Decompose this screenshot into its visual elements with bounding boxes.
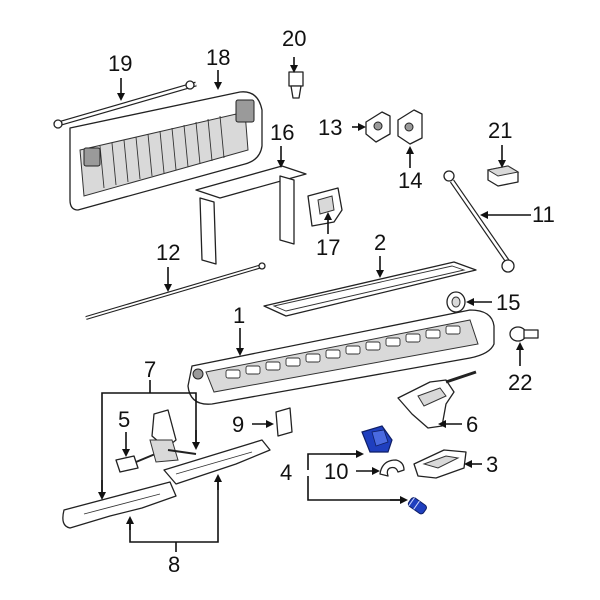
bumper-part-21[interactable] (486, 165, 520, 187)
torsion-rod-part[interactable] (85, 262, 266, 320)
part-number-labels: 19 18 20 16 13 14 21 17 11 2 12 15 1 22 … (108, 26, 555, 577)
label-15: 15 (496, 290, 520, 315)
label-7: 7 (144, 357, 156, 382)
handle-part-3[interactable] (413, 449, 467, 479)
label-17: 17 (316, 235, 340, 260)
clip-part-20[interactable] (288, 71, 304, 99)
grommet-part-15[interactable] (446, 291, 466, 313)
u-bracket-part-10[interactable] (379, 459, 405, 477)
label-21: 21 (488, 118, 512, 143)
latch-rod-assembly-part[interactable] (115, 409, 197, 473)
label-8: 8 (168, 552, 180, 577)
label-1: 1 (233, 303, 245, 328)
seal-strip-part[interactable] (263, 261, 477, 317)
tailgate-inner-panel-part[interactable] (187, 309, 495, 405)
callout-lines (98, 57, 531, 552)
label-18: 18 (206, 45, 230, 70)
trim-cover-part-8[interactable] (62, 439, 271, 529)
label-22: 22 (508, 370, 532, 395)
label-11: 11 (532, 202, 555, 227)
clip-part-9[interactable] (275, 407, 293, 437)
latch-part-6[interactable] (397, 370, 477, 429)
label-5: 5 (118, 407, 130, 432)
label-2: 2 (374, 230, 386, 255)
label-6: 6 (466, 412, 478, 437)
hinge-part-14[interactable] (397, 109, 423, 145)
support-rod-part[interactable] (53, 80, 197, 129)
bracket-part-16[interactable] (195, 165, 307, 265)
highlighted-part-4[interactable] (361, 425, 428, 515)
label-13: 13 (318, 115, 342, 140)
label-3: 3 (486, 452, 498, 477)
hinge-part-13[interactable] (365, 111, 391, 143)
label-10: 10 (324, 459, 348, 484)
bracket-part-17[interactable] (307, 187, 343, 227)
label-9: 9 (232, 412, 244, 437)
label-14: 14 (398, 168, 422, 193)
label-16: 16 (270, 120, 294, 145)
label-4: 4 (280, 460, 292, 485)
label-20: 20 (282, 26, 306, 51)
label-12: 12 (156, 240, 180, 265)
label-19: 19 (108, 51, 132, 76)
bolt-part-22[interactable] (509, 326, 539, 342)
tailgate-panel-part[interactable] (69, 91, 263, 211)
support-cable-part[interactable] (443, 170, 515, 273)
